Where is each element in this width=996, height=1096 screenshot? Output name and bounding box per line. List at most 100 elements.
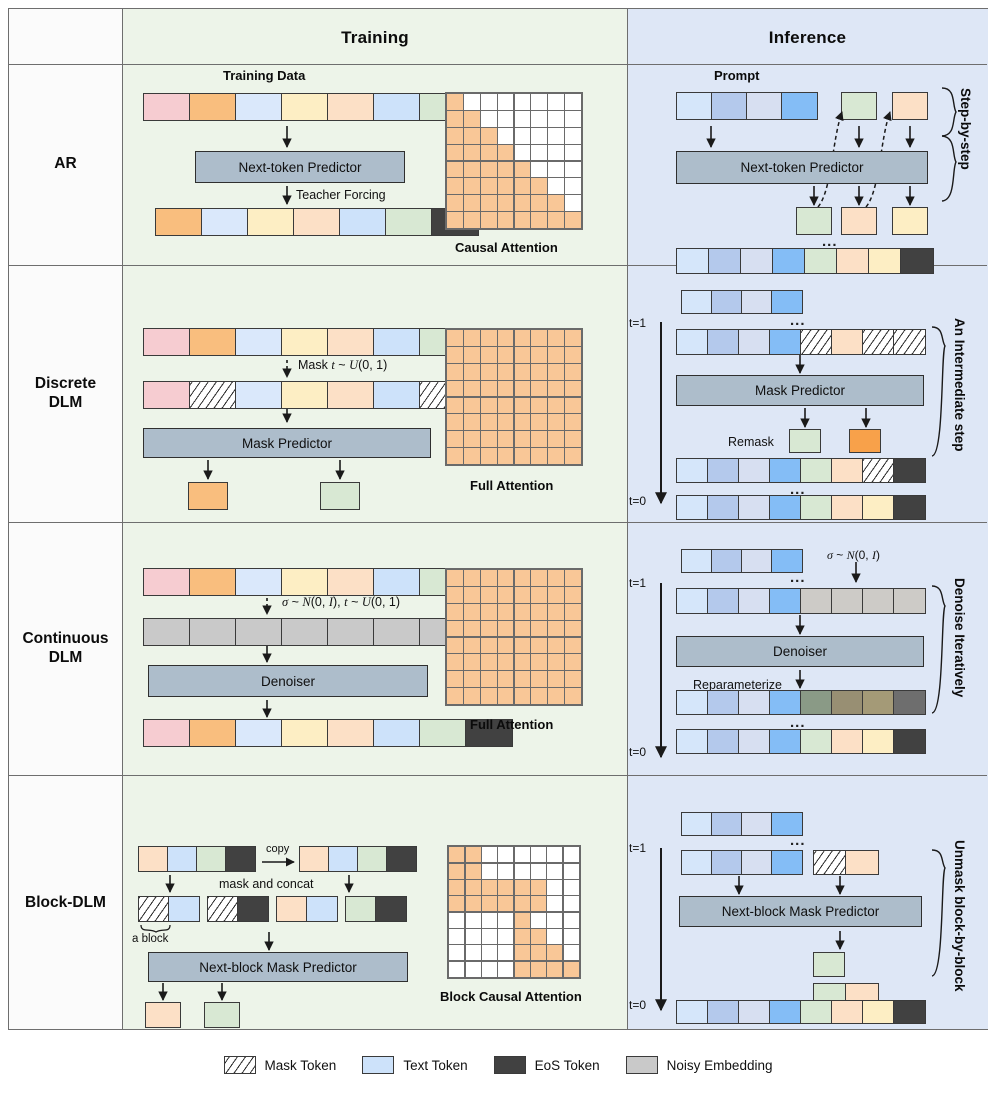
attention-cell [481,912,498,928]
attention-cell [464,111,480,127]
continuous-training-clean-sequence [143,568,513,596]
token [328,569,374,595]
token [282,329,328,355]
legend: Mask Token Text Token EoS Token Noisy Em… [8,1042,988,1088]
attention-cell [447,620,463,637]
token [770,496,801,519]
attention-cell [514,928,530,945]
ar-inference-feedback-token-2 [892,92,928,120]
block-training-concat-label: mask and concat [219,877,314,891]
attention-cell [498,928,514,945]
attention-cell [548,671,564,687]
token-eos [894,730,925,753]
attention-cell [548,603,564,620]
token [770,1001,801,1023]
attention-cell [548,347,564,363]
token [742,851,772,874]
legend-item-noisy-embedding: Noisy Embedding [625,1056,772,1074]
ar-causal-attention-matrix [445,92,583,230]
attention-cell [465,863,481,879]
ar-training-output-sequence [155,208,479,236]
attention-cell [497,380,514,397]
ar-inference-bracket-label: Step-by-step [958,88,973,170]
ar-inference-module: Next-token Predictor [676,151,928,184]
row-label-ar-text: AR [54,155,77,173]
token [742,291,772,313]
token [712,851,742,874]
token [677,93,712,119]
token [374,94,420,120]
attention-cell [531,195,548,211]
token [832,1001,863,1023]
continuous-training-output-sequence [143,719,513,747]
attention-cell [548,414,564,431]
token [328,720,374,746]
attention-cell [531,688,548,704]
attention-cell [497,570,514,586]
attention-cell [531,127,548,144]
attention-cell [531,603,548,620]
attention-cell [447,637,463,654]
attention-cell [514,397,531,414]
token [328,329,374,355]
attention-cell [531,212,548,228]
token-noisy [863,589,894,613]
block-inference-t-start: t=1 [629,841,647,855]
attention-cell [498,847,514,863]
token [863,496,894,519]
token [708,459,739,482]
attention-cell [547,896,563,912]
ar-inference-generated-token-3 [892,207,928,235]
attention-cell [480,587,497,603]
attention-cell [565,637,581,654]
attention-cell [565,161,581,178]
attention-cell [565,603,581,620]
attention-cell [464,212,480,228]
discrete-training-module: Mask Predictor [143,428,431,458]
token [300,847,329,871]
mask-token-swatch [223,1056,256,1074]
attention-cell [498,879,514,896]
attention-cell [531,363,548,380]
attention-cell [514,620,531,637]
token [282,382,328,408]
attention-cell [464,127,480,144]
attention-cell [548,161,564,178]
row-separator-3 [9,775,987,776]
attention-cell [531,380,548,397]
attention-cell [480,570,497,586]
token [770,459,801,482]
attention-cell [447,587,463,603]
attention-cell [514,127,531,144]
continuous-inference-prompt-sequence [681,549,803,573]
attention-cell [497,397,514,414]
attention-cell [497,195,514,211]
token [190,94,236,120]
continuous-inference-reparam-label: Reparameterize [693,678,782,692]
token [236,329,282,355]
token [772,291,802,313]
legend-item-eos-token: EoS Token [493,1056,600,1074]
token-noisy [801,589,832,613]
attention-cell [514,863,530,879]
token [739,691,770,714]
token [139,847,168,871]
token-mask [139,897,169,921]
continuous-inference-module: Denoiser [676,636,924,667]
token [739,730,770,753]
attention-cell [514,94,531,110]
attention-cell [464,414,480,431]
token-noisy [282,619,328,645]
ar-inference-final-sequence [676,248,934,274]
token-eos [466,720,512,746]
attention-cell [514,688,531,704]
attention-cell [480,603,497,620]
attention-cell [514,178,531,195]
token-eos [238,897,268,921]
token [739,589,770,613]
token [770,691,801,714]
block-training-module: Next-block Mask Predictor [148,952,408,982]
